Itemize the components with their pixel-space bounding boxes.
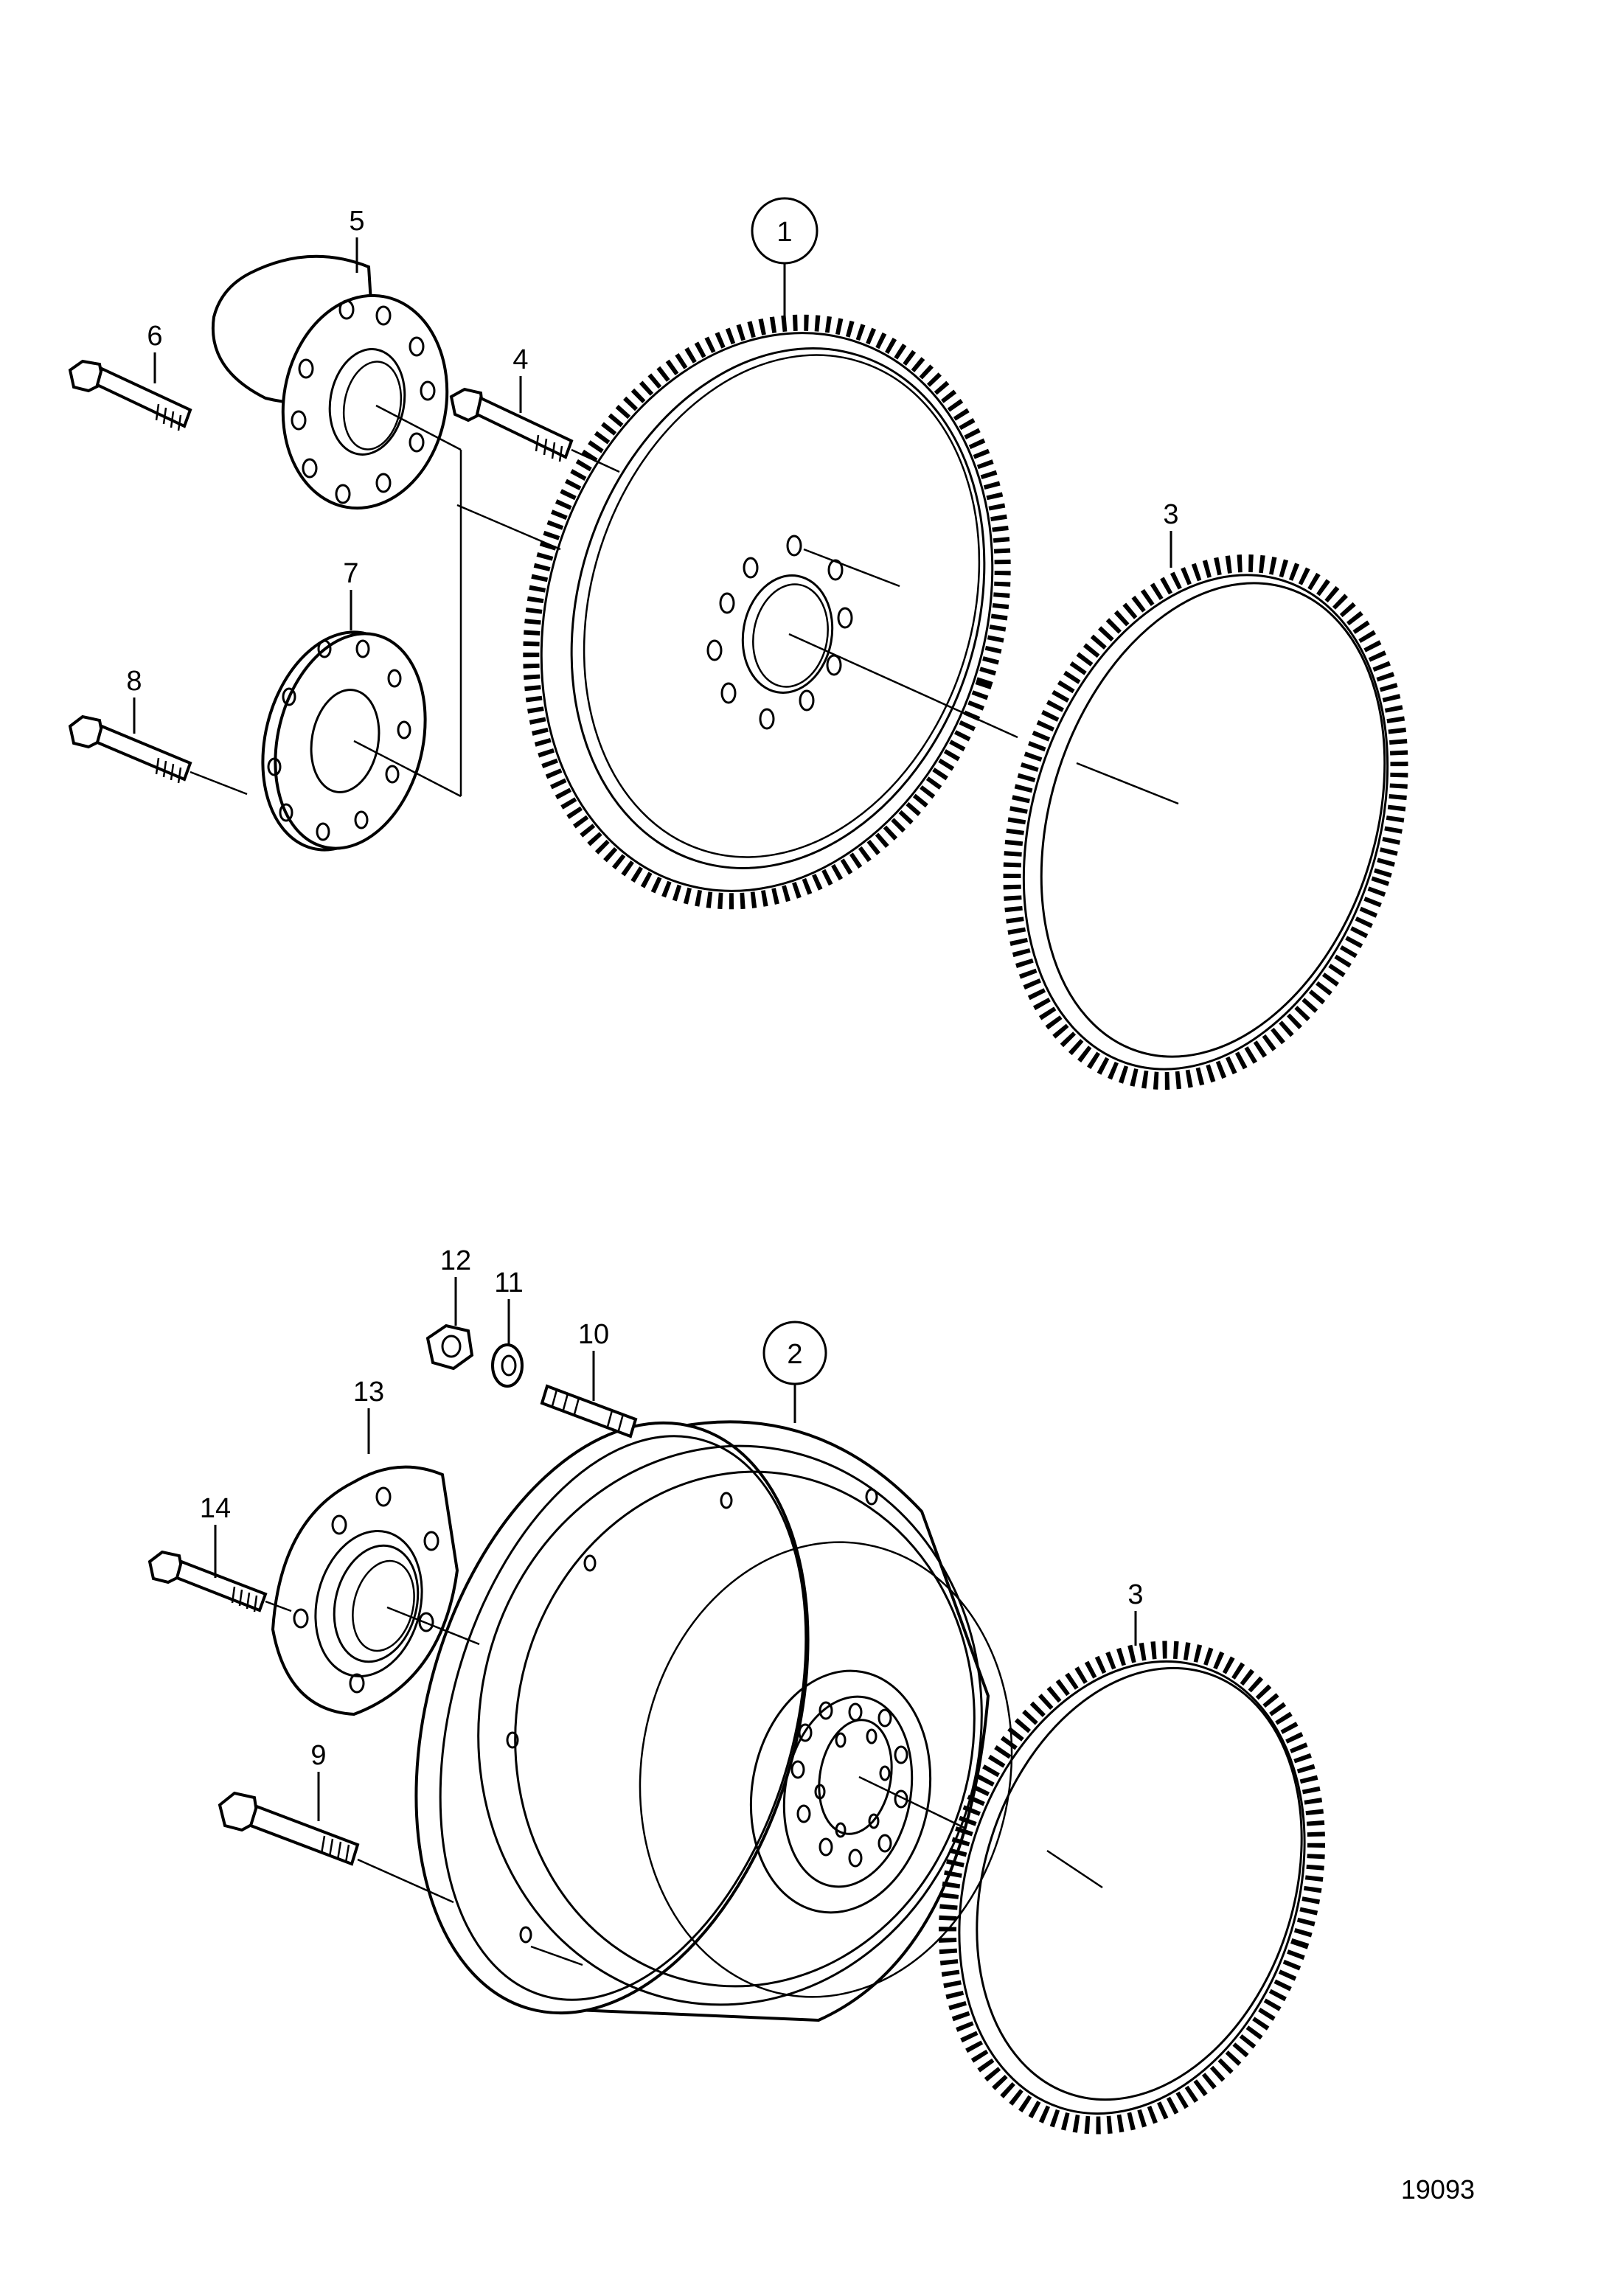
ring-gear-upper <box>788 554 1408 1090</box>
assembly-1-label: 1 <box>776 217 792 248</box>
callout-6: 6 <box>147 321 163 383</box>
svg-text:9: 9 <box>310 1740 326 1771</box>
flywheel-2 <box>414 1420 1013 2022</box>
callout-3-lower: 3 <box>1127 1579 1144 1646</box>
bolt-8 <box>68 714 248 796</box>
callout-11: 11 <box>494 1267 524 1346</box>
plate-7 <box>261 630 462 852</box>
figure-number: 19093 <box>1401 2174 1475 2205</box>
washer-11 <box>491 1343 524 1388</box>
svg-text:10: 10 <box>578 1319 609 1350</box>
callout-4: 4 <box>512 344 529 413</box>
ring-gear-lower <box>939 1641 1325 2135</box>
svg-text:3: 3 <box>1163 499 1178 530</box>
plate-7-bolt-holes <box>267 639 411 841</box>
callout-5: 5 <box>349 206 365 273</box>
bolt-4 <box>449 387 620 473</box>
callout-7: 7 <box>343 558 359 630</box>
svg-text:8: 8 <box>126 666 142 697</box>
svg-text:5: 5 <box>349 206 364 237</box>
callout-14: 14 <box>200 1493 231 1578</box>
callout-13: 13 <box>353 1377 384 1454</box>
plate-13-bolt-holes <box>293 1486 439 1694</box>
bolt-9 <box>218 1791 454 1904</box>
flywheel-1 <box>523 314 1011 910</box>
svg-text:4: 4 <box>512 344 528 375</box>
bolt-14 <box>147 1550 292 1613</box>
svg-text:12: 12 <box>440 1245 471 1276</box>
svg-text:7: 7 <box>343 558 358 589</box>
svg-text:13: 13 <box>353 1377 384 1408</box>
svg-text:14: 14 <box>200 1493 231 1524</box>
callout-12: 12 <box>440 1245 471 1326</box>
nut-12 <box>425 1323 474 1371</box>
svg-text:6: 6 <box>147 321 162 352</box>
coupling-hub-bolt-holes <box>291 299 436 504</box>
assembly-2-marker: 2 <box>762 1321 827 1423</box>
callout-3-upper: 3 <box>1163 499 1179 568</box>
assembly-1-marker: 1 <box>751 197 819 324</box>
callout-9: 9 <box>310 1740 327 1821</box>
callout-8: 8 <box>126 666 142 734</box>
coupling-hub <box>211 254 561 796</box>
bolt-6 <box>68 359 192 431</box>
svg-text:3: 3 <box>1127 1579 1143 1610</box>
svg-text:11: 11 <box>494 1267 523 1298</box>
stud-10 <box>540 1384 638 1439</box>
flywheel-1-bolt-holes <box>706 535 853 730</box>
callout-10: 10 <box>578 1319 609 1401</box>
plate-13 <box>271 1465 480 1716</box>
assembly-2-label: 2 <box>787 1339 802 1370</box>
